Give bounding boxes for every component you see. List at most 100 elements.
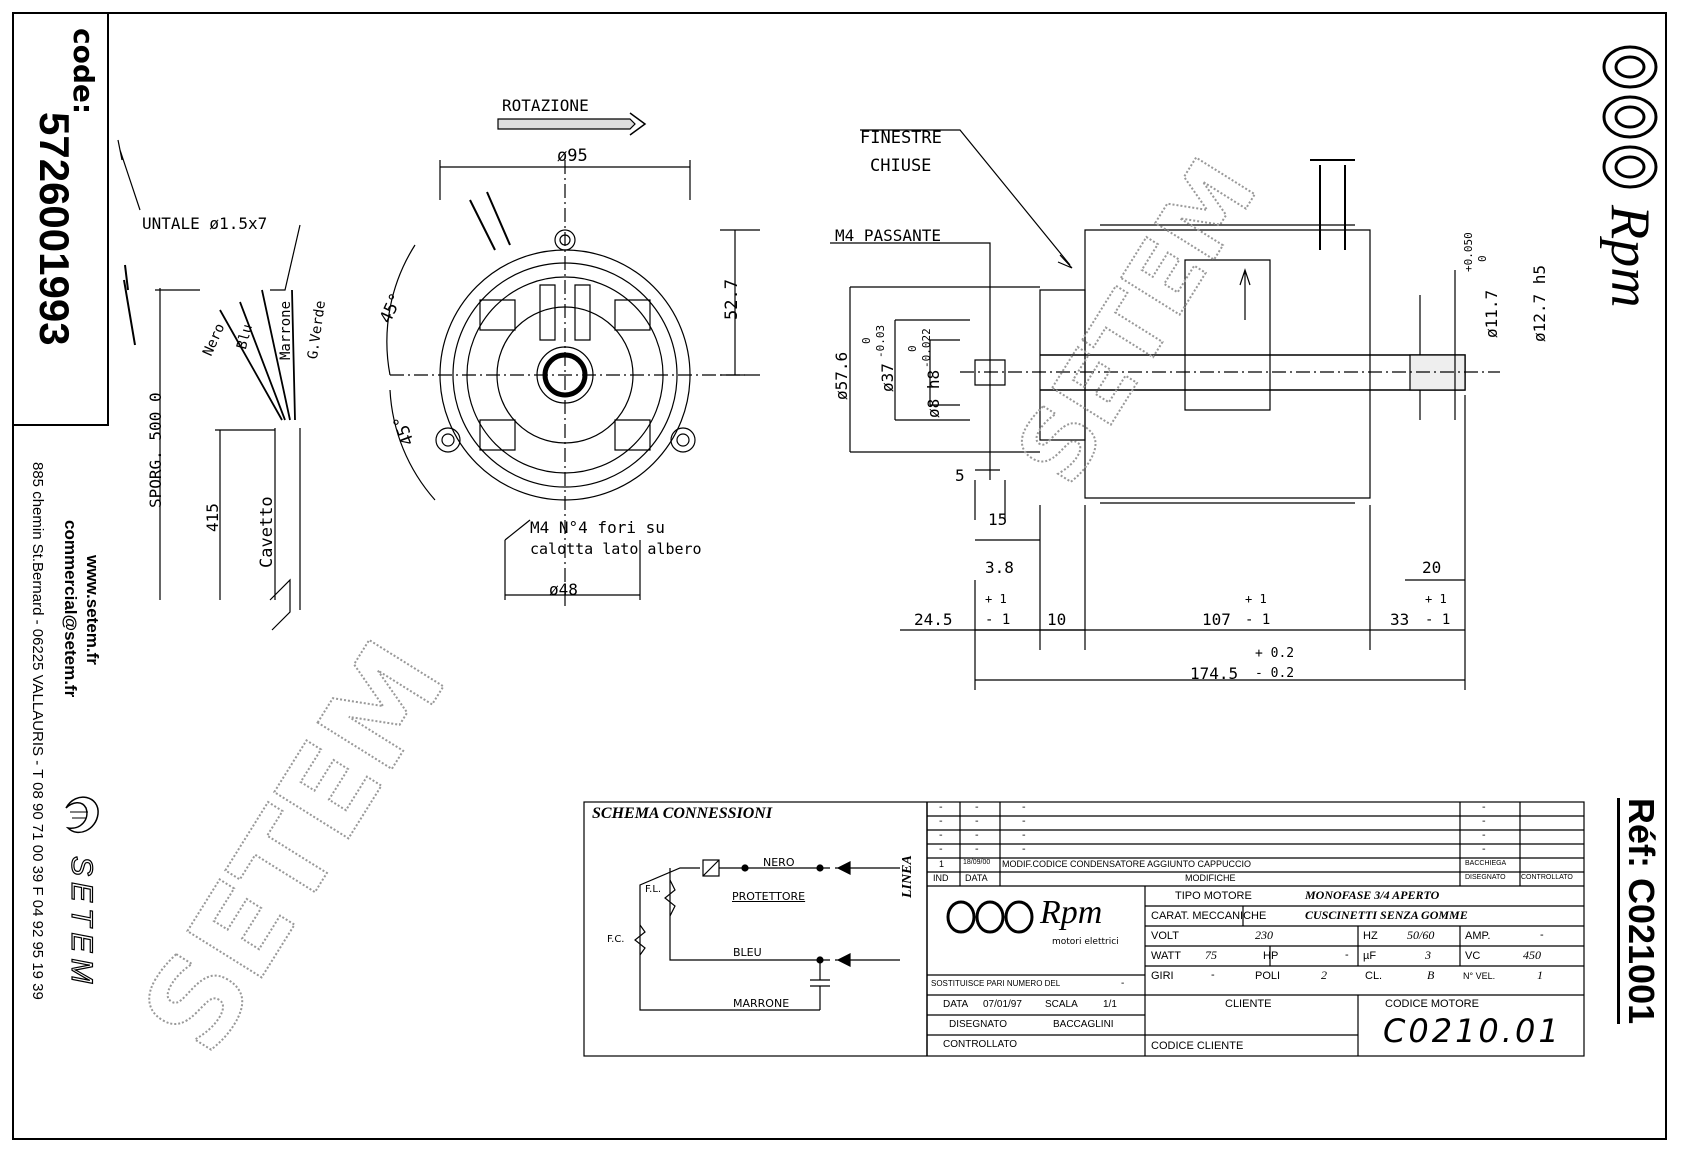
dim-dia-8: ø8 h8 [924,369,943,418]
uf-label: µF [1363,950,1377,962]
dim-dia-37-tol-lower: -0.03 [874,324,887,358]
hdr-modifiche: MODIFICHE [1185,873,1236,883]
dim-dia-8-tol-upper: 0 [906,345,919,352]
chiuse-label: CHIUSE [870,156,932,176]
cl-label: CL. [1365,970,1383,982]
protettore-label: PROTETTORE [732,890,806,903]
dim-dia-37-tol-upper: 0 [860,337,873,344]
dash: - [939,844,943,855]
sost: - [1121,978,1125,989]
dim-20: 20 [1422,558,1442,577]
nvel: 1 [1537,968,1543,982]
hdr-disegnato: DISEGNATO [1465,874,1506,881]
watt-label: WATT [1151,950,1181,962]
disegnato-label: DISEGNATO [949,1019,1007,1030]
fc-label: F.C. [607,934,625,945]
dim-dia-11-7-tol-lower: 0 [1476,255,1489,262]
tol-minus1-c: - 1 [1425,612,1451,628]
reference-code: Réf: C021001 [1617,798,1662,1025]
watermark-text-2: SETEM [996,141,1279,503]
hp: - [1345,949,1349,961]
hdr-data: DATA [965,873,988,883]
dash: - [1022,830,1026,841]
rev-ind: 1 [939,859,945,869]
dash: - [975,830,979,841]
dash: - [975,844,979,855]
cable-label: Cavetto [257,496,277,568]
dim-dia-95: ø95 [557,146,588,166]
data-value: 07/01/97 [983,999,1022,1010]
wire-marrone: Marrone [278,300,294,360]
data-label: DATA [943,999,969,1010]
dim-dia-8-tol-lower: -0.022 [920,328,933,368]
tol-plus1-a: + 1 [985,592,1007,606]
tol-plus1-b: + 1 [1245,592,1267,606]
dim-5: 5 [955,466,965,485]
holes-line1: M4 N°4 fori su [530,518,665,537]
dash: - [1482,802,1486,813]
hdr-controllato: CONTROLLATO [1521,874,1573,881]
dim-15: 15 [988,510,1008,529]
volt: 230 [1255,928,1273,942]
dash: - [939,830,943,841]
codice-motore: C0210.01 [1383,1012,1562,1050]
rpm-logo-text: Rpm [1599,205,1661,308]
setem-bird-logo [58,788,108,848]
tol-minus02: - 0.2 [1255,666,1295,681]
cl: B [1427,968,1435,982]
dash: - [1022,844,1026,855]
dash: - [939,802,943,813]
poli-label: POLI [1255,970,1281,982]
amp: - [1540,929,1544,941]
tb-logo-text: Rpm [1040,894,1103,931]
rev-modifica: MODIF.CODICE CONDENSATORE AGGIUNTO CAPPU… [1002,859,1252,869]
poli: 2 [1321,968,1327,982]
uf: 3 [1425,948,1431,962]
dash: - [1022,802,1026,813]
volt-label: VOLT [1151,930,1179,942]
vc-label: VC [1465,950,1481,962]
amp-label: AMP. [1465,930,1491,942]
sost-label: SOSTITUISCE PARI NUMERO DEL [931,979,1061,988]
scala-label: SCALA [1045,999,1078,1010]
fl-label: F.L. [645,884,662,895]
nvel-label: N° VEL. [1463,971,1496,981]
carat: CUSCINETTI SENZA GOMME [1305,908,1468,922]
hdr-ind: IND [933,873,949,883]
controllato-label: CONTROLLATO [943,1039,1018,1050]
wiring-schema [583,801,1585,1057]
tb-logo-rings [945,898,1035,940]
tipo-motore-label: TIPO MOTORE [1175,890,1252,902]
tol-minus1-b: - 1 [1245,612,1271,628]
codice-cliente-label: CODICE CLIENTE [1151,1040,1244,1052]
hz: 50/60 [1407,928,1435,942]
carat-label: CARAT. MECCANICHE [1151,910,1267,922]
dim-dia-11-7: ø11.7 [1482,289,1501,338]
codice-motore-label: CODICE MOTORE [1385,998,1479,1010]
title-block-grid [926,802,1584,1056]
rev-disegnato: BACCHIEGA [1465,860,1507,867]
tb-logo-sub: motori elettrici [1052,937,1119,947]
rotation-label: ROTAZIONE [502,96,589,115]
dash: - [939,816,943,827]
tol-plus1-c: + 1 [1425,592,1447,606]
watt: 75 [1205,948,1217,962]
dim-dia-11-7-tol-upper: +0.050 [1462,232,1475,272]
dash: - [975,802,979,813]
revision-blank-dashes: - - - - - - - - - - - - - - - - [927,802,1584,858]
m4-passante-label: M4 PASSANTE [835,226,941,245]
dim-33: 33 [1390,610,1410,629]
dim-174-5: 174.5 [1190,664,1239,683]
drawing-frame [12,12,1667,1140]
vc: 450 [1523,948,1541,962]
dim-3-8: 3.8 [985,558,1014,577]
tol-minus1-a: - 1 [985,612,1011,628]
schema-title: SCHEMA CONNESSIONI [592,805,773,822]
dim-107: 107 [1202,610,1231,629]
rev-date: 18/09/00 [963,859,991,866]
dim-dia-48: ø48 [549,580,578,599]
dash: - [1022,816,1026,827]
wire-bleu-label: BLEU [733,946,762,959]
